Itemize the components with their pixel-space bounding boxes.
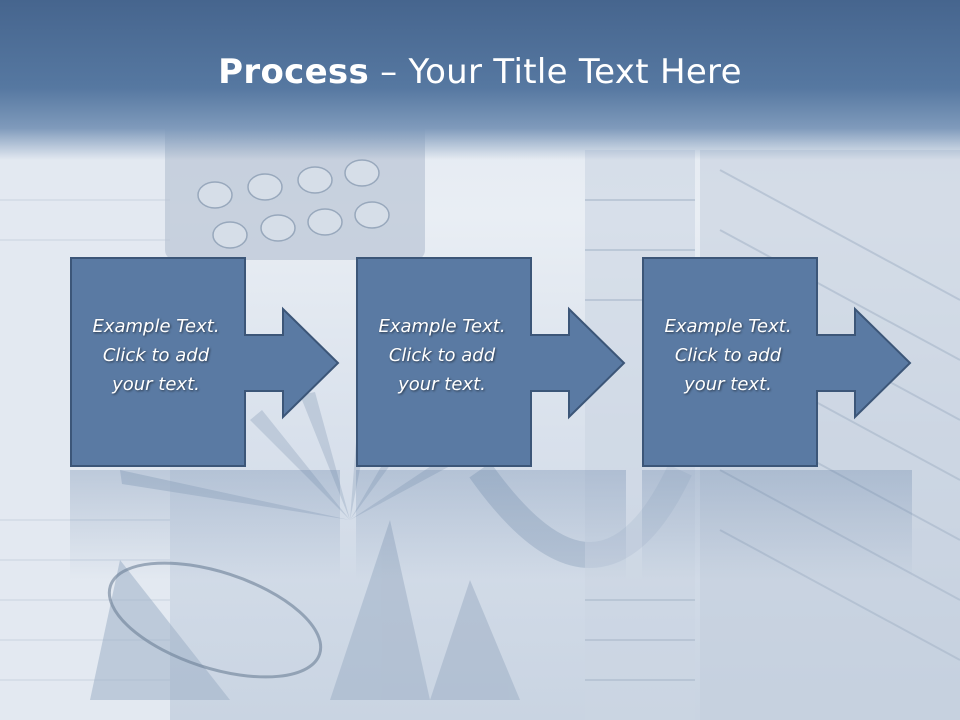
step-text-line-1: Example Text. bbox=[92, 316, 220, 337]
step-text-line-2: Click to add bbox=[388, 345, 496, 366]
title-rest: – Your Title Text Here bbox=[369, 52, 742, 92]
step-reflection bbox=[70, 470, 340, 580]
step-text-line-3: your text. bbox=[112, 374, 200, 395]
step-text-line-1: Example Text. bbox=[664, 316, 792, 337]
slide-title[interactable]: Process – Your Title Text Here bbox=[0, 52, 960, 92]
title-bold: Process bbox=[218, 52, 370, 92]
step-reflection bbox=[356, 470, 626, 580]
arrow-box-shape bbox=[642, 257, 912, 467]
arrow-box-shape bbox=[70, 257, 340, 467]
step-reflection bbox=[642, 470, 912, 580]
arrow-box-shape bbox=[356, 257, 626, 467]
step-text-line-1: Example Text. bbox=[378, 316, 506, 337]
step-text-line-2: Click to add bbox=[674, 345, 782, 366]
step-text-line-3: your text. bbox=[684, 374, 772, 395]
title-bar bbox=[0, 0, 960, 160]
process-step-2[interactable]: Example Text. Click to add your text. bbox=[356, 257, 700, 467]
step-text[interactable]: Example Text. Click to add your text. bbox=[356, 312, 528, 399]
process-step-1[interactable]: Example Text. Click to add your text. bbox=[70, 257, 414, 467]
step-text-line-2: Click to add bbox=[102, 345, 210, 366]
process-step-3[interactable]: Example Text. Click to add your text. bbox=[642, 257, 942, 467]
step-text-line-3: your text. bbox=[398, 374, 486, 395]
step-text[interactable]: Example Text. Click to add your text. bbox=[642, 312, 814, 399]
step-text[interactable]: Example Text. Click to add your text. bbox=[70, 312, 242, 399]
